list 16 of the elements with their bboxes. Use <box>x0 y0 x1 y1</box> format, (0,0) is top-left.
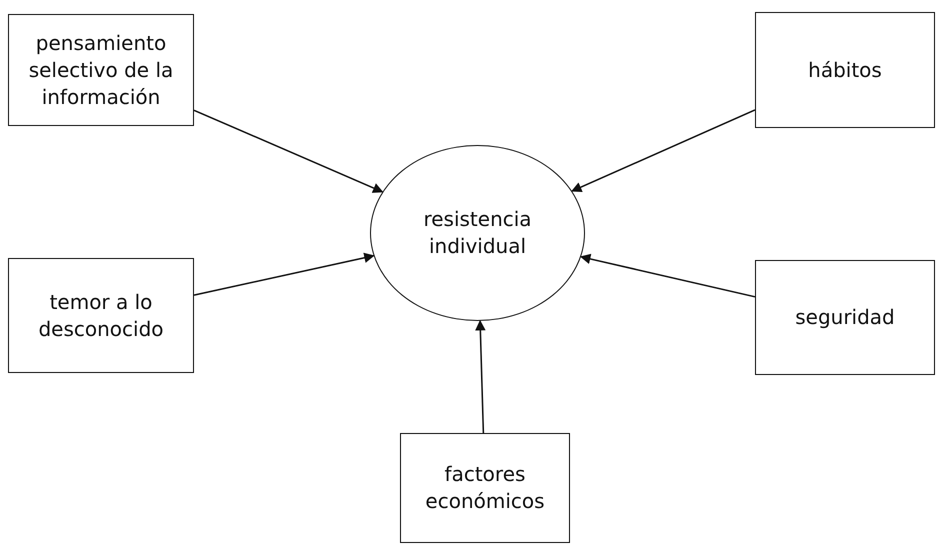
node-label: hábitos <box>808 56 882 84</box>
node-label: temor a lo desconocido <box>37 288 165 342</box>
node-label: seguridad <box>795 304 895 331</box>
arrow <box>475 320 486 434</box>
arrow <box>194 252 375 296</box>
node-label: resistencia individual <box>422 206 533 260</box>
concept-box <box>400 433 570 543</box>
node-label: pensamiento selectivo de la información <box>28 30 174 110</box>
concept-box <box>8 14 194 126</box>
concept-box <box>8 258 194 373</box>
concept-box <box>755 12 935 128</box>
arrow <box>580 254 756 298</box>
arrow <box>571 109 756 192</box>
node-label: factores económicos <box>424 461 546 515</box>
concept-box <box>755 260 935 375</box>
arrow <box>194 110 384 193</box>
